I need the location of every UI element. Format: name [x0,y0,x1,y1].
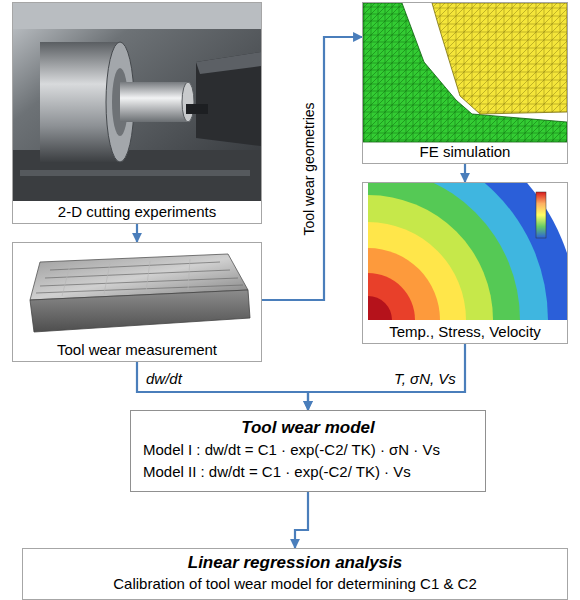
box-text: Model II : dw/dt = C1 · exp(-C2/ TK) · V… [143,461,411,483]
box-text: Calibration of tool wear model for deter… [113,574,477,594]
box-text: Model I : dw/dt = C1 · exp(-C2/ TK) · σN… [143,439,440,461]
flow-arrow [137,362,308,410]
figure-panel: FE simulation [362,2,568,164]
edge-label: Tool wear geometries [299,100,317,237]
flow-arrow [464,164,466,182]
contour-plot [368,183,567,320]
box-title: FE simulation [416,143,515,161]
flow-arrow [136,224,138,242]
figure-panel: Tool wear measurement [12,242,262,362]
wear-scan-image [30,254,250,332]
lathe-photo [13,3,261,201]
box-title: Tool wear measurement [53,341,221,359]
box-title: Linear regression analysis [188,552,403,574]
figure-panel: Temp., Stress, Velocity [362,182,568,344]
process-box: Tool wear modelModel I : dw/dt = C1 · ex… [130,410,486,492]
flow-arrow [295,492,308,548]
process-box: Linear regression analysisCalibration of… [22,548,568,600]
box-title: Temp., Stress, Velocity [385,323,545,341]
edge-label: dw/dt [144,370,184,388]
flow-arrow [308,344,465,410]
edge-label: T, σN, Vs [392,370,458,388]
box-title: 2-D cutting experiments [54,203,220,221]
box-title: Tool wear model [241,417,375,439]
figure-panel: 2-D cutting experiments [12,2,262,224]
flow-arrow [262,37,362,300]
fe-mesh-image [363,3,567,142]
